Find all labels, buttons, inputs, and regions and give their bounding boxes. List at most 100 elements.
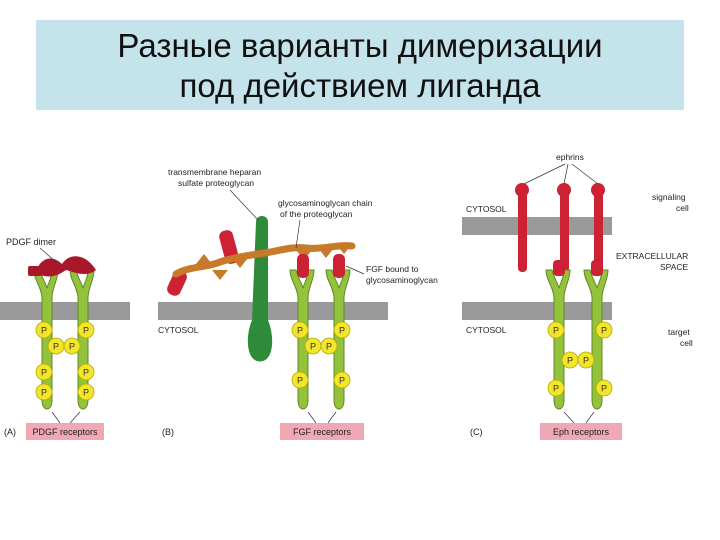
panel-b-letter: (B) [162, 427, 174, 437]
phosphate-group: P [333, 371, 351, 389]
phosphate-group: P [35, 363, 53, 381]
phosphate-group: P [35, 321, 53, 339]
phosphate-label: P [83, 388, 89, 398]
panel-a-letter: (A) [4, 427, 16, 437]
phosphate-label: P [339, 376, 345, 386]
phosphate-label: P [567, 356, 573, 366]
title-box: Разные варианты димеризации под действие… [36, 20, 684, 110]
phosphate-circle [77, 321, 95, 339]
dimerization-diagram: PDGF dimer P P P P P P P P (A) PDGF rece… [0, 152, 693, 440]
signaling-label-1: signaling [652, 192, 686, 202]
phosphates-c: P P P P P P [547, 321, 613, 397]
extracellular-label-2: SPACE [660, 262, 689, 272]
target-label-2: cell [680, 338, 693, 348]
signaling-label-2: cell [676, 203, 689, 213]
phosphate-label: P [297, 376, 303, 386]
fgf-label-2: glycosaminoglycan [366, 275, 438, 285]
phosphates-b: P P P P P P [291, 321, 351, 389]
fgf-label-1: FGF bound to [366, 264, 419, 274]
phosphate-group: P [304, 337, 322, 355]
phosphate-label: P [601, 384, 607, 394]
fgf-left-1 [167, 270, 187, 296]
phosphate-group: P [77, 321, 95, 339]
target-label-1: target [668, 327, 690, 337]
receptor-b-left [289, 269, 315, 410]
phosphate-circle [291, 371, 309, 389]
phosphate-label: P [41, 368, 47, 378]
phosphate-group: P [47, 337, 65, 355]
phosphate-label: P [310, 342, 316, 352]
phosphate-circle [547, 379, 565, 397]
cytosol-top-label: CYTOSOL [466, 204, 507, 214]
gag-label-2: of the proteoglycan [280, 209, 353, 219]
heparan-label-2: sulfate proteoglycan [178, 178, 254, 188]
ephrin-3 [591, 183, 605, 272]
membrane-c-top [462, 217, 612, 235]
phosphate-group: P [291, 371, 309, 389]
phosphate-group: P [333, 321, 351, 339]
pdgf-dimer-label: PDGF dimer [6, 237, 56, 247]
phosphate-circle [35, 363, 53, 381]
panel-c: ephrins CYTOSOL signaling cell EXTRACELL… [466, 152, 693, 440]
phosphate-group: P [595, 379, 613, 397]
phosphate-circle [77, 363, 95, 381]
gag-label-1: glycosaminoglycan chain [278, 198, 373, 208]
phosphate-label: P [297, 326, 303, 336]
phosphate-circle [547, 321, 565, 339]
panel-a-caption-bg [26, 423, 104, 440]
phosphate-group: P [63, 337, 81, 355]
extracellular-label-1: EXTRACELLULAR [616, 251, 688, 261]
cytosol-bottom-label: CYTOSOL [466, 325, 507, 335]
phosphate-label: P [553, 326, 559, 336]
fgf-receptor-right [333, 254, 345, 278]
phosphates-a: P P P P P P P P [35, 321, 95, 401]
ephrin-1 [515, 183, 529, 272]
pdgf-dimer-leader [39, 247, 57, 263]
phosphate-circle [320, 337, 338, 355]
phosphate-group: P [77, 383, 95, 401]
phosphate-label: P [601, 326, 607, 336]
phosphate-group: P [547, 379, 565, 397]
phosphate-label: P [41, 388, 47, 398]
phosphate-circle [35, 383, 53, 401]
membrane-a [0, 302, 130, 320]
phosphate-label: P [83, 326, 89, 336]
panel-a: PDGF dimer P P P P P P P P (A) PDGF rece… [4, 237, 104, 440]
phosphate-label: P [339, 326, 345, 336]
receptor-c-right [583, 269, 609, 410]
phosphate-circle [63, 337, 81, 355]
phosphate-circle [595, 321, 613, 339]
ephrin-2 [557, 183, 571, 272]
phosphate-circle [595, 379, 613, 397]
phosphate-label: P [83, 368, 89, 378]
ephrins-label: ephrins [556, 152, 584, 162]
phosphate-group: P [320, 337, 338, 355]
phosphate-group: P [291, 321, 309, 339]
fgf-receptor-left [297, 254, 309, 278]
receptor-c-left [545, 269, 571, 410]
phosphate-group: P [595, 321, 613, 339]
phosphate-circle [333, 371, 351, 389]
membrane-b [158, 302, 388, 320]
phosphate-circle [291, 321, 309, 339]
phosphate-label: P [53, 342, 59, 352]
phosphate-circle [77, 383, 95, 401]
membrane-c-bottom [462, 302, 612, 320]
phosphate-circle [333, 321, 351, 339]
phosphate-group: P [77, 363, 95, 381]
phosphate-label: P [41, 326, 47, 336]
cytosol-label-b: CYTOSOL [158, 325, 199, 335]
phosphate-label: P [326, 342, 332, 352]
membranes [0, 217, 612, 320]
phosphate-label: P [553, 384, 559, 394]
proteoglycan-core [247, 216, 273, 362]
phosphate-circle [35, 321, 53, 339]
panel-b-caption-bg [280, 423, 364, 440]
phosphate-circle [577, 351, 595, 369]
pdgf-dimer [28, 256, 96, 277]
title-line-2: под действием лиганда [179, 67, 541, 104]
panel-c-letter: (C) [470, 427, 483, 437]
phosphate-label: P [583, 356, 589, 366]
panel-c-caption-bg [540, 423, 622, 440]
panel-c-caption: Eph receptors [553, 427, 610, 437]
